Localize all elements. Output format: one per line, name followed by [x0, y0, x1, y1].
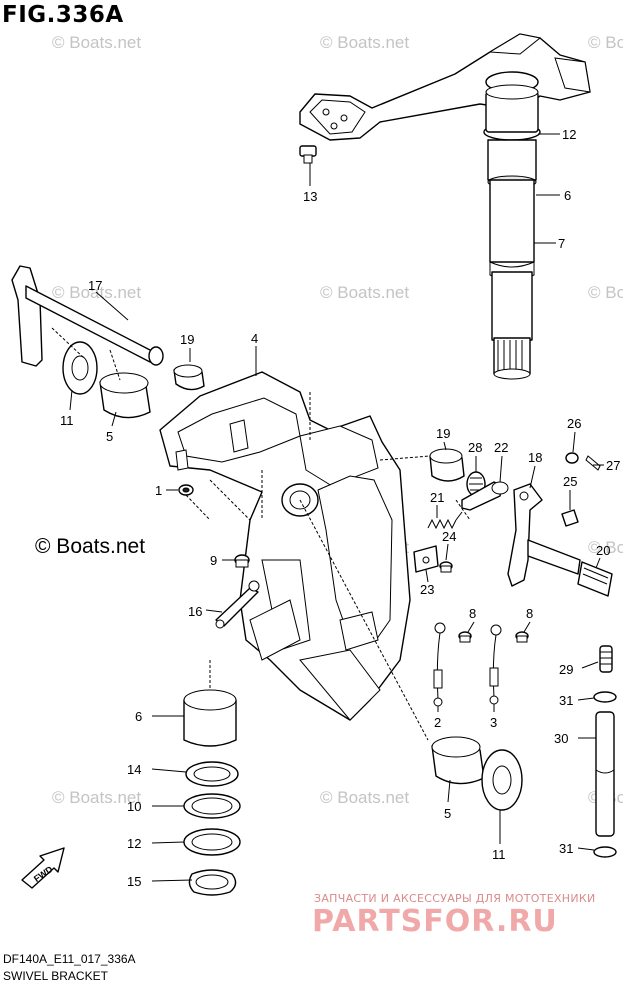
bushing-5-left[interactable]	[99, 372, 151, 419]
callout-numbers: 12 6 7 13 17 19 4 11 5 1 9 16 19 28 22 2…	[60, 127, 620, 889]
callout-12: 12	[127, 836, 141, 851]
bushing-19-right[interactable]	[429, 448, 465, 482]
callout-10: 10	[127, 799, 141, 814]
callout-4: 4	[251, 331, 258, 346]
callout-20: 20	[596, 543, 610, 558]
callout-2: 2	[434, 715, 441, 730]
callout-15: 15	[127, 874, 141, 889]
callout-3: 3	[490, 715, 497, 730]
figure-title: FIG.336A	[2, 2, 124, 28]
bolt-8-left[interactable]	[458, 631, 472, 643]
callout-11: 11	[60, 413, 74, 428]
grip-20[interactable]	[577, 561, 613, 597]
ground-wire-2[interactable]	[433, 622, 446, 707]
watermark: © Boats.net	[52, 33, 141, 52]
callout-11: 11	[492, 847, 506, 862]
callout-31: 31	[559, 693, 573, 708]
pin-27[interactable]	[585, 455, 601, 471]
figure-code: DF140A_E11_017_336A	[3, 952, 136, 966]
watermark: © Boats.net	[52, 788, 141, 807]
callout-8: 8	[469, 606, 476, 621]
ground-wire-3[interactable]	[489, 624, 502, 705]
callout-6: 6	[564, 188, 571, 203]
callout-30: 30	[554, 731, 568, 746]
watermark: © Boats.net	[588, 283, 623, 302]
washer-14[interactable]	[185, 761, 239, 787]
tilt-tube[interactable]	[11, 265, 164, 367]
watermark: © Boats.net	[320, 788, 409, 807]
callout-12: 12	[562, 127, 576, 142]
watermark: © Boats.net	[320, 33, 409, 52]
bolt-8-right[interactable]	[515, 631, 529, 643]
lever-22[interactable]	[461, 481, 509, 511]
washer-12-lower[interactable]	[183, 828, 241, 856]
callout-14: 14	[127, 762, 141, 777]
watermark-main: © Boats.net	[35, 535, 145, 558]
callout-24: 24	[442, 529, 456, 544]
callout-27: 27	[606, 458, 620, 473]
advert-logo: PARTSFOR.RU	[312, 904, 558, 939]
clamp-16[interactable]	[215, 580, 260, 629]
advert-tagline: ЗАПЧАСТИ И АКСЕССУАРЫ ДЛЯ МОТОТЕХНИКИ	[314, 892, 596, 905]
watermark: © Boats.net	[588, 33, 623, 52]
watermark: © Boats.net	[320, 283, 409, 302]
nut-25[interactable]	[561, 509, 579, 527]
clip-31-bottom[interactable]	[593, 846, 617, 858]
leader-lines	[51, 133, 604, 882]
callout-25: 25	[563, 474, 577, 489]
callout-9: 9	[210, 553, 217, 568]
figure-name: SWIVEL BRACKET	[3, 969, 108, 983]
callout-21: 21	[430, 490, 444, 505]
washer-11-right[interactable]	[481, 749, 523, 811]
clip-23[interactable]	[413, 545, 439, 573]
swivel-bracket[interactable]	[159, 371, 411, 721]
callout-1: 1	[155, 483, 162, 498]
washer-26[interactable]	[565, 452, 579, 464]
callout-18: 18	[528, 450, 542, 465]
clip-31-top[interactable]	[593, 691, 617, 703]
callout-16: 16	[188, 604, 202, 619]
callout-8: 8	[526, 606, 533, 621]
callout-23: 23	[420, 582, 434, 597]
callout-26: 26	[567, 416, 581, 431]
callout-31: 31	[559, 841, 573, 856]
bushing-6-lower[interactable]	[183, 689, 237, 747]
callout-6: 6	[135, 709, 142, 724]
callout-7: 7	[558, 236, 565, 251]
washer-11-left[interactable]	[62, 341, 98, 395]
steering-bracket[interactable]	[299, 33, 591, 141]
nipple-29[interactable]	[599, 645, 613, 673]
bolt-1[interactable]	[178, 484, 194, 496]
watermark: © Boats.net	[588, 538, 623, 557]
bushing-5-right[interactable]	[431, 736, 485, 785]
callout-5: 5	[444, 806, 451, 821]
callout-22: 22	[494, 440, 508, 455]
screw-9[interactable]	[234, 554, 250, 568]
forward-arrow-icon: FWD	[21, 847, 65, 889]
callout-19: 19	[180, 332, 194, 347]
washer-10[interactable]	[183, 793, 241, 819]
bolt-13[interactable]	[299, 145, 317, 164]
callout-28: 28	[468, 440, 482, 455]
callout-17: 17	[88, 278, 102, 293]
callout-13: 13	[303, 189, 317, 204]
hose-30[interactable]	[595, 711, 615, 837]
circlip-15[interactable]	[188, 869, 237, 896]
bushing-19-left[interactable]	[173, 364, 205, 391]
callout-29: 29	[559, 662, 573, 677]
bolt-24[interactable]	[439, 561, 453, 573]
steering-shaft[interactable]	[483, 84, 541, 380]
callout-19: 19	[436, 426, 450, 441]
callout-5: 5	[106, 429, 113, 444]
spring-21[interactable]	[427, 511, 463, 530]
tilt-lever-18[interactable]	[507, 483, 581, 587]
